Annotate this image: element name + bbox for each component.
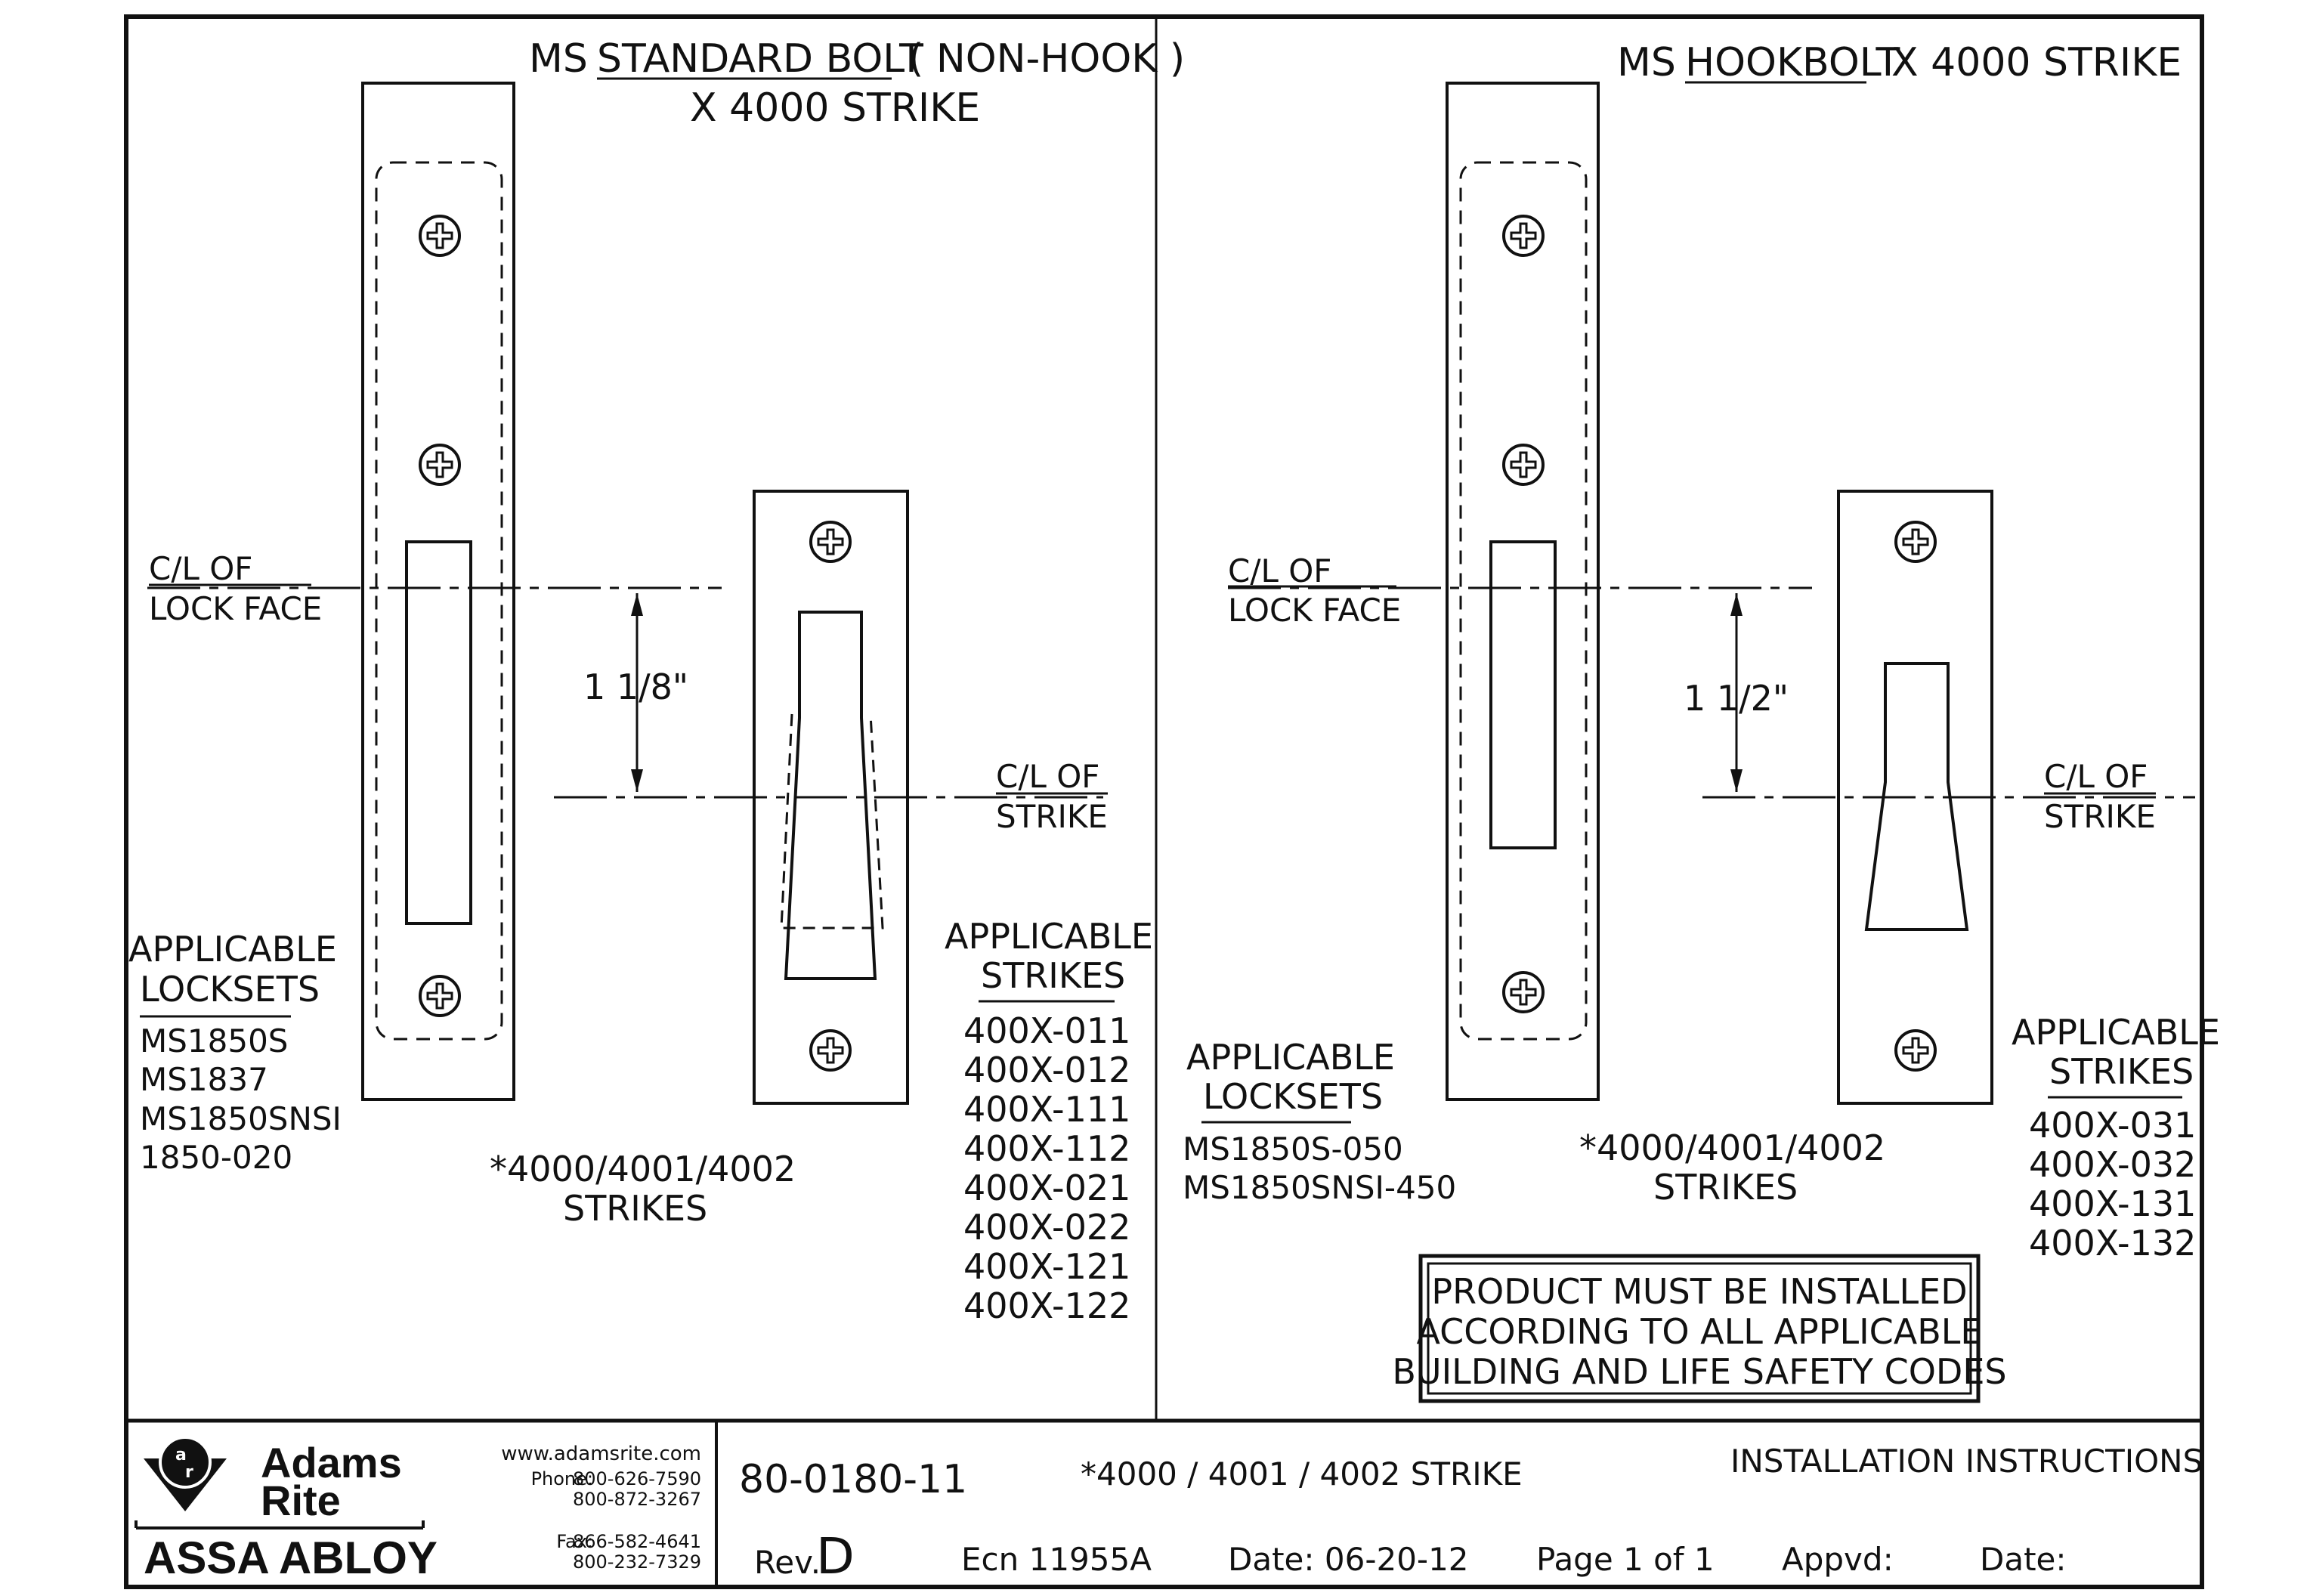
- installation-warning: PRODUCT MUST BE INSTALLED ACCORDING TO A…: [1392, 1254, 2007, 1403]
- logo-mark-r: r: [185, 1463, 193, 1482]
- page-count: Page 1 of 1: [1536, 1541, 1715, 1578]
- doc-title: *4000 / 4001 / 4002 STRIKE: [1081, 1455, 1523, 1492]
- left-strike-item: 400X-112: [963, 1128, 1130, 1169]
- contact-fax-2: 800-232-7329: [573, 1551, 701, 1573]
- rev-label: Rev.: [754, 1544, 821, 1581]
- left-cl-strike-label-1: C/L OF: [996, 758, 1099, 795]
- adams-rite-logo: a r Adams Rite ASSA ABLOY: [135, 1436, 438, 1583]
- right-cl-lock-face-label-2: LOCK FACE: [1228, 592, 1401, 629]
- left-title-underlined: STANDARD BOLT: [597, 36, 923, 82]
- left-strike-item: 400X-012: [963, 1050, 1130, 1090]
- right-panel: MS HOOKBOLT X 4000 STRIKE C/L OF LOCK FA…: [1183, 40, 2220, 1403]
- left-lockset-item: 1850-020: [140, 1139, 292, 1176]
- approval-date-label: Date:: [1980, 1541, 2067, 1578]
- right-strike-item: 400X-131: [2029, 1183, 2196, 1224]
- right-cl-strike-label-1: C/L OF: [2044, 758, 2148, 795]
- right-bolt-opening: [1489, 540, 1557, 849]
- right-lockset-item: MS1850S-050: [1183, 1130, 1403, 1168]
- contact-website: www.adamsrite.com: [501, 1443, 701, 1465]
- left-lockset-item: MS1837: [140, 1061, 268, 1098]
- left-cl-strike-label-2: STRIKE: [996, 798, 1108, 835]
- right-strike-item: 400X-032: [2029, 1144, 2196, 1185]
- right-lock-case-outline: [1459, 161, 1588, 1041]
- left-strike-note-1: *4000/4001/4002: [490, 1149, 796, 1189]
- approved-label: Appvd:: [1782, 1541, 1894, 1578]
- left-strike-opening: [784, 611, 877, 980]
- right-lockset-item: MS1850SNSI-450: [1183, 1169, 1456, 1206]
- right-dimension-arrow-bottom: [1730, 769, 1743, 792]
- right-strike-item: 400X-031: [2029, 1105, 2196, 1146]
- left-panel: MS STANDARD BOLT ( NON-HOOK ) X 4000 STR…: [128, 36, 1185, 1326]
- contact-fax-1: 866-582-4641: [573, 1531, 701, 1552]
- right-dimension-arrow-top: [1730, 593, 1743, 616]
- rev-value: D: [816, 1527, 855, 1585]
- ecn: Ecn 11955A: [961, 1541, 1152, 1578]
- right-cl-lock-face-label-1: C/L OF: [1228, 552, 1331, 589]
- left-title-prefix: MS: [529, 36, 588, 82]
- warning-line-1: PRODUCT MUST BE INSTALLED: [1431, 1271, 1967, 1312]
- right-strikes-heading-1: APPLICABLE: [2012, 1012, 2220, 1053]
- right-strike-note-2: STRIKES: [1653, 1167, 1798, 1208]
- contact-fax-label: Fax:: [556, 1531, 593, 1552]
- left-cl-lock-face-label-2: LOCK FACE: [149, 590, 322, 627]
- logo-mark-a: a: [175, 1446, 187, 1465]
- contact-phone-2: 800-872-3267: [573, 1489, 701, 1510]
- right-strike-opening: [1864, 662, 1969, 931]
- right-locksets-heading-2: LOCKSETS: [1203, 1076, 1383, 1117]
- left-strike-item: 400X-011: [963, 1010, 1130, 1051]
- left-locksets-heading-2: LOCKSETS: [140, 969, 320, 1010]
- left-strikes-heading-1: APPLICABLE: [945, 916, 1153, 957]
- right-title-underlined: HOOKBOLT: [1685, 40, 1900, 85]
- left-dimension-arrow-bottom: [631, 769, 643, 792]
- right-title-suffix: X 4000 STRIKE: [1891, 40, 2182, 85]
- left-dimension-arrow-top: [631, 593, 643, 616]
- warning-line-3: BUILDING AND LIFE SAFETY CODES: [1392, 1351, 2006, 1392]
- left-strike-item: 400X-122: [963, 1285, 1130, 1326]
- left-lockset-item: MS1850SNSI: [140, 1100, 342, 1137]
- right-strike-item: 400X-132: [2029, 1223, 2196, 1264]
- contact-phone-1: 800-626-7590: [573, 1468, 701, 1489]
- logo-parent-brand: ASSA ABLOY: [144, 1533, 438, 1583]
- doc-date: Date: 06-20-12: [1228, 1541, 1469, 1578]
- doc-type: INSTALLATION INSTRUCTIONS: [1730, 1443, 2203, 1480]
- left-strike-item: 400X-022: [963, 1207, 1130, 1248]
- right-strike-note-1: *4000/4001/4002: [1579, 1127, 1885, 1168]
- logo-circle-icon: [159, 1436, 212, 1489]
- left-strike-note-2: STRIKES: [563, 1188, 707, 1229]
- drawing-border: [124, 14, 2204, 1589]
- left-title-suffix: ( NON-HOOK ): [908, 36, 1185, 82]
- title-block: a r Adams Rite ASSA ABLOY www.adamsrite.…: [135, 1421, 2203, 1587]
- left-strike-item: 400X-021: [963, 1168, 1130, 1208]
- right-title-prefix: MS: [1617, 40, 1676, 85]
- right-locksets-heading-1: APPLICABLE: [1186, 1037, 1395, 1078]
- left-bolt-opening: [405, 540, 472, 925]
- warning-line-2: ACCORDING TO ALL APPLICABLE: [1417, 1311, 1983, 1352]
- logo-brand-line-1: Adams: [261, 1439, 402, 1486]
- doc-number: 80-0180-11: [739, 1457, 967, 1502]
- warning-box-inner: [1427, 1262, 1972, 1395]
- left-strikes-heading-2: STRIKES: [981, 955, 1125, 996]
- logo-brand-line-2: Rite: [261, 1477, 341, 1524]
- left-strike-item: 400X-111: [963, 1089, 1130, 1130]
- left-lock-case-outline: [375, 161, 503, 1041]
- left-lockset-item: MS1850S: [140, 1022, 288, 1059]
- warning-box-outer: [1418, 1254, 1981, 1403]
- right-dimension-value: 1 1/2": [1684, 678, 1789, 719]
- left-strike-item: 400X-121: [963, 1246, 1130, 1287]
- left-title-line2: X 4000 STRIKE: [690, 85, 980, 131]
- contact-phone-label: Phone:: [531, 1468, 593, 1489]
- left-strike-hidden-lip: [780, 713, 884, 929]
- right-cl-strike-label-2: STRIKE: [2044, 798, 2156, 835]
- left-cl-lock-face-label-1: C/L OF: [149, 550, 252, 587]
- left-locksets-heading-1: APPLICABLE: [128, 929, 337, 970]
- right-strikes-heading-2: STRIKES: [2049, 1051, 2194, 1092]
- left-dimension-value: 1 1/8": [583, 667, 688, 707]
